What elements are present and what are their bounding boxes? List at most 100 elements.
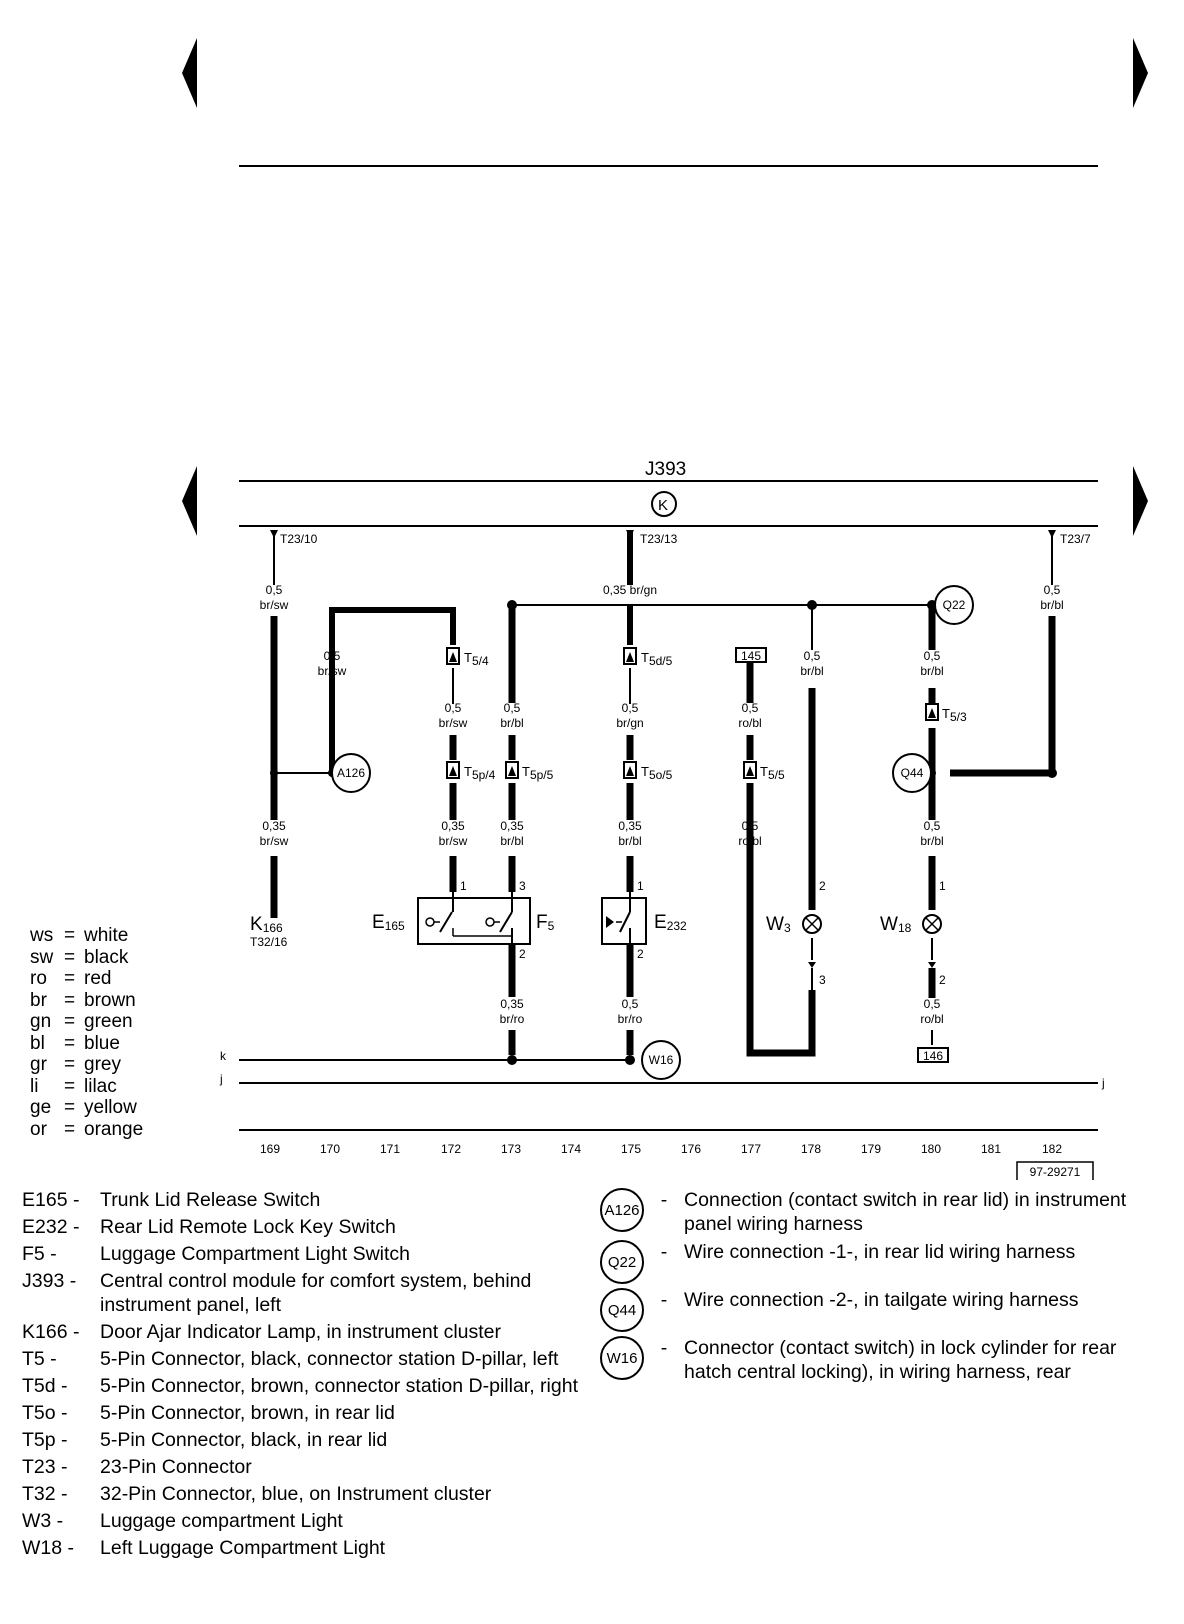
legend-item: T32 -32-Pin Connector, blue, on Instrume… — [22, 1482, 582, 1506]
svg-text:175: 175 — [621, 1142, 641, 1156]
color-abbr: sw — [30, 946, 54, 968]
color-name: lilac — [84, 1075, 117, 1097]
connection-badge: Q44 — [600, 1288, 644, 1332]
pin-arrow-175 — [626, 530, 634, 538]
dash: - — [660, 1189, 668, 1211]
svg-text:T5p/4: T5p/4 — [464, 764, 496, 782]
svg-text:3: 3 — [519, 879, 526, 893]
svg-text:T5d/5: T5d/5 — [641, 650, 673, 668]
legend-desc: 5-Pin Connector, black, in rear lid — [100, 1429, 388, 1451]
component-w3: W3 — [766, 914, 822, 968]
equals-sign: = — [64, 1054, 76, 1075]
wire-182-q44 — [950, 616, 1056, 777]
svg-text:169: 169 — [260, 1142, 280, 1156]
connection-legend: A126-Connection (contact switch in rear … — [600, 1188, 1160, 1388]
connector-t5d-5: T5d/5 — [623, 647, 673, 668]
legend-item: T5p -5-Pin Connector, black, in rear lid — [22, 1428, 582, 1452]
svg-text:2: 2 — [637, 947, 644, 961]
color-abbr: bl — [30, 1032, 45, 1054]
svg-text:E232: E232 — [654, 912, 687, 933]
color-name: brown — [84, 989, 136, 1011]
legend-item: K166 -Door Ajar Indicator Lamp, in instr… — [22, 1320, 582, 1344]
connection-desc: Wire connection -2-, in tailgate wiring … — [684, 1289, 1079, 1311]
connection-item: Q44-Wire connection -2-, in tailgate wir… — [600, 1288, 1160, 1332]
module-symbol-circle — [651, 491, 677, 517]
junction-w16: W16 — [641, 1040, 681, 1080]
next-section-arrow[interactable] — [1133, 466, 1148, 536]
legend-item: F5 -Luggage Compartment Light Switch — [22, 1242, 582, 1266]
svg-text:178: 178 — [801, 1142, 821, 1156]
svg-text:0,5: 0,5 — [924, 649, 941, 663]
svg-text:Q22: Q22 — [943, 598, 966, 612]
svg-text:0,5: 0,5 — [445, 701, 462, 715]
equals-sign: = — [64, 968, 76, 989]
svg-text:181: 181 — [981, 1142, 1001, 1156]
doc-id: 97-29271 — [1030, 1165, 1081, 1179]
svg-text:br/bl: br/bl — [500, 716, 523, 730]
legend-code: T5 - — [22, 1348, 57, 1370]
svg-text:0,5: 0,5 — [924, 819, 941, 833]
legend-desc: Door Ajar Indicator Lamp, in instrument … — [100, 1321, 502, 1343]
color-abbr: or — [30, 1118, 47, 1140]
svg-text:0,5: 0,5 — [804, 649, 821, 663]
svg-text:170: 170 — [320, 1142, 340, 1156]
connector-symbols: T5/4 T5d/5 T5p/4 T5p/5 T5o/5 T5/5 T5/3 — [446, 647, 967, 782]
svg-text:182: 182 — [1042, 1142, 1062, 1156]
color-name: blue — [84, 1032, 120, 1054]
svg-text:ro/bl: ro/bl — [738, 716, 761, 730]
junction-q22: Q22 — [934, 585, 974, 625]
svg-text:0,5: 0,5 — [324, 649, 341, 663]
ref-box-145[interactable]: 145 — [735, 647, 767, 663]
connection-desc: Connection (contact switch in rear lid) … — [684, 1189, 1127, 1235]
svg-text:0,35: 0,35 — [618, 819, 642, 833]
legend-code: T5d - — [22, 1375, 68, 1397]
svg-text:0,5: 0,5 — [1044, 583, 1061, 597]
svg-text:172: 172 — [441, 1142, 461, 1156]
color-key-row: gr=grey — [30, 1054, 143, 1076]
ref-box-146[interactable]: 146 — [917, 1047, 949, 1063]
pin-t23-7: T23/7 — [1060, 532, 1091, 546]
color-abbr: ws — [30, 925, 54, 946]
svg-text:ro/bl: ro/bl — [738, 834, 761, 848]
legend-desc: Rear Lid Remote Lock Key Switch — [100, 1216, 396, 1238]
svg-text:br/bl: br/bl — [920, 664, 943, 678]
prev-section-arrow[interactable] — [182, 466, 197, 536]
svg-text:1: 1 — [637, 879, 644, 893]
next-page-arrow[interactable] — [1133, 38, 1148, 108]
prev-page-arrow[interactable] — [182, 38, 197, 108]
equals-sign: = — [64, 989, 76, 1011]
svg-text:0,5: 0,5 — [742, 819, 759, 833]
equals-sign: = — [64, 946, 76, 968]
color-key-row: ro=red — [30, 968, 143, 990]
connection-badge: Q22 — [600, 1240, 644, 1284]
svg-text:br/sw: br/sw — [439, 716, 468, 730]
legend-desc: Luggage Compartment Light Switch — [100, 1243, 411, 1265]
color-name: red — [84, 968, 112, 989]
svg-text:br/ro: br/ro — [500, 1012, 525, 1026]
svg-text:0,35 br/gn: 0,35 br/gn — [603, 583, 657, 597]
legend-item: T23 -23-Pin Connector — [22, 1455, 582, 1479]
legend-code: T5o - — [22, 1402, 68, 1424]
svg-text:T5/3: T5/3 — [942, 706, 967, 724]
junction-a126: A126 — [331, 753, 371, 793]
svg-text:2: 2 — [939, 973, 946, 987]
legend-item: J393 - Central control module for comfort… — [22, 1269, 582, 1317]
connection-badge: A126 — [600, 1188, 644, 1232]
svg-text:1: 1 — [939, 879, 946, 893]
component-e232: E232 — [601, 892, 687, 945]
dash: - — [660, 1337, 668, 1359]
svg-text:T5o/5: T5o/5 — [641, 764, 673, 782]
legend-code: W18 - — [22, 1537, 75, 1559]
svg-text:br/ro: br/ro — [618, 1012, 643, 1026]
svg-text:0,5: 0,5 — [742, 701, 759, 715]
color-key-row: ge=yellow — [30, 1097, 143, 1119]
dash: - — [660, 1289, 668, 1311]
svg-text:2: 2 — [519, 947, 526, 961]
legend-desc: Central control module for comfort syste… — [100, 1270, 532, 1316]
legend-code: J393 - — [22, 1270, 77, 1292]
svg-text:br/sw: br/sw — [439, 834, 468, 848]
svg-text:179: 179 — [861, 1142, 881, 1156]
svg-text:br/gn: br/gn — [616, 716, 643, 730]
wiring-diagram: J393 K T23/10 T23/13 T23/7 — [182, 38, 1148, 1180]
color-abbr: gn — [30, 1011, 52, 1032]
